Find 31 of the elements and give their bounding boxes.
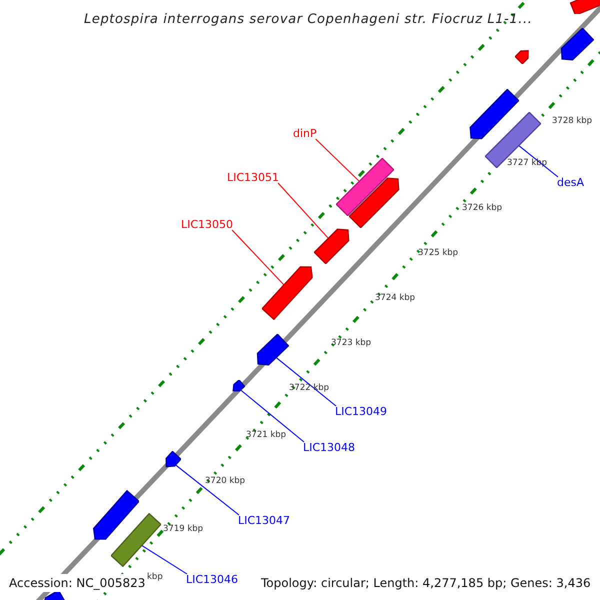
gene-label: desA [557,176,584,189]
leader-line [517,144,558,178]
tick-label: 3721 kbp [246,430,286,440]
gene-label: LIC13050 [181,218,234,231]
gene-block [230,380,245,394]
gene-label: LIC13046 [186,573,238,586]
leader-line [239,388,304,442]
title: Leptospira interrogans serovar Copenhageni str. Fiocruz L1-1... [84,11,532,29]
tick-label: 3722 kbp [289,383,330,393]
leader-line [315,138,361,183]
leader-line [232,230,286,286]
gene-label: dinP [293,127,317,140]
gene-label: LIC13051 [227,171,280,184]
leader-line [278,182,330,240]
tick-label: 3720 kbp [205,476,246,486]
tick-label: 3723 kbp [331,338,372,348]
gene-block [111,513,161,567]
gene-label: LIC13049 [335,405,388,418]
tick-label: 3724 kbp [375,293,416,303]
gene-label: LIC13048 [303,441,356,454]
tick-label: 3726 kbp [462,203,502,213]
leader-line [140,544,188,574]
accession-text: Accession: NC_005823 [8,574,146,592]
gene-label: LIC13047 [238,514,290,527]
tick-label: 3725 kbp [418,248,458,258]
leader-line [274,356,336,406]
tick-label: 3719 kbp [163,524,204,534]
tick-label: 3728 kbp [552,116,592,126]
leader-line [174,464,240,516]
gene-block [515,47,532,64]
gene-block [336,158,394,216]
